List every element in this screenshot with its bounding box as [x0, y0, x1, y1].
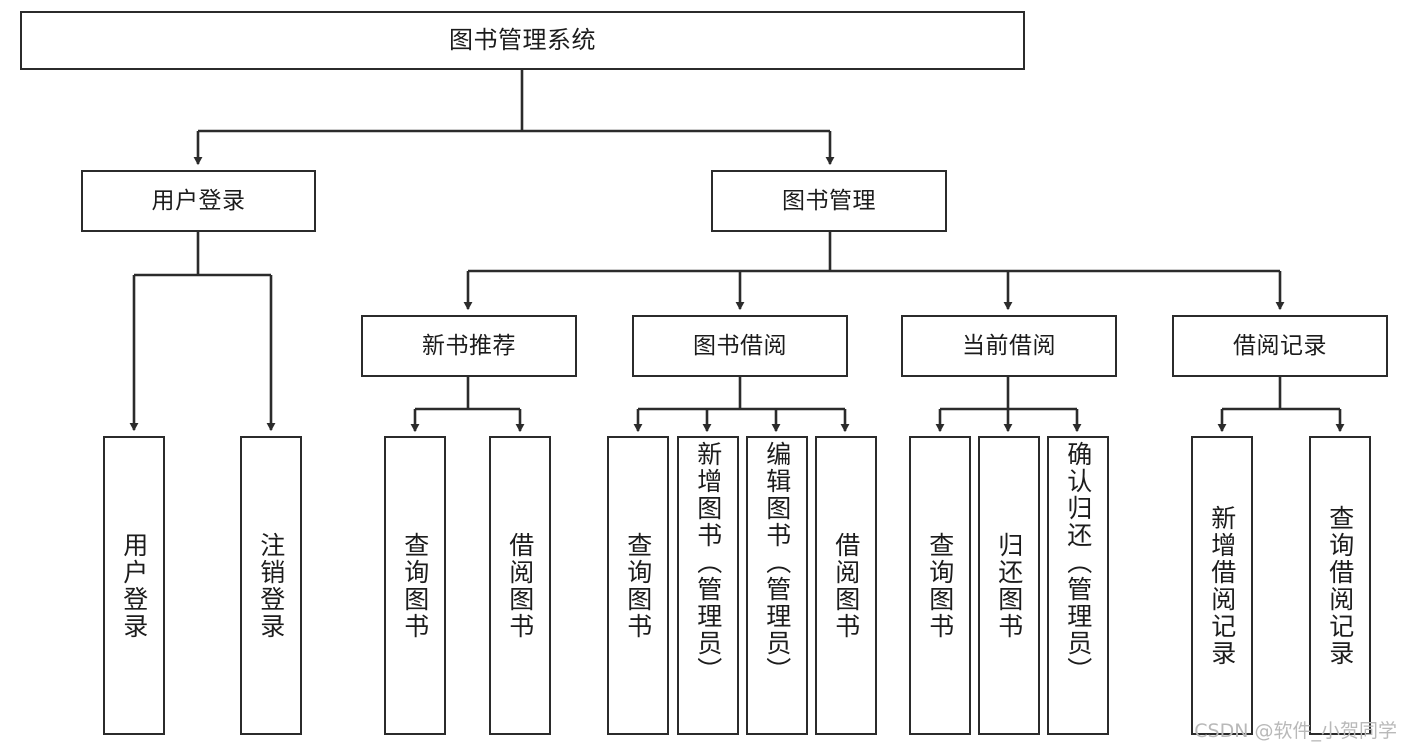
- node-label: 新增图书（管理员）: [693, 441, 723, 684]
- node-label: 注销登录: [256, 531, 286, 640]
- node-leaf-confirm-return[interactable]: 确认归还（管理员）: [1047, 436, 1109, 735]
- node-label: 借阅图书: [505, 531, 535, 640]
- node-book-borrow[interactable]: 图书借阅: [632, 315, 848, 377]
- node-label: 借阅记录: [1233, 332, 1327, 359]
- node-label: 新增借阅记录: [1207, 504, 1237, 667]
- node-label: 编辑图书（管理员）: [762, 441, 792, 684]
- node-leaf-query-book-2[interactable]: 查询图书: [607, 436, 669, 735]
- node-label: 查询图书: [925, 531, 955, 640]
- node-new-book-recommend[interactable]: 新书推荐: [361, 315, 577, 377]
- node-label: 查询借阅记录: [1325, 504, 1355, 667]
- node-label: 查询图书: [400, 531, 430, 640]
- node-leaf-add-record[interactable]: 新增借阅记录: [1191, 436, 1253, 735]
- node-leaf-user-login[interactable]: 用户登录: [103, 436, 165, 735]
- node-label: 当前借阅: [962, 332, 1056, 359]
- node-root-library-management-system[interactable]: 图书管理系统: [20, 11, 1025, 70]
- node-label: 图书借阅: [693, 332, 787, 359]
- node-leaf-query-book-3[interactable]: 查询图书: [909, 436, 971, 735]
- node-leaf-return-book[interactable]: 归还图书: [978, 436, 1040, 735]
- node-label: 新书推荐: [422, 332, 516, 359]
- node-label: 用户登录: [119, 531, 149, 640]
- node-label: 查询图书: [623, 531, 653, 640]
- node-leaf-user-logout[interactable]: 注销登录: [240, 436, 302, 735]
- node-label: 借阅图书: [831, 531, 861, 640]
- node-label: 图书管理: [782, 187, 876, 214]
- node-borrow-record[interactable]: 借阅记录: [1172, 315, 1388, 377]
- node-leaf-borrow-book-1[interactable]: 借阅图书: [489, 436, 551, 735]
- node-leaf-borrow-book-2[interactable]: 借阅图书: [815, 436, 877, 735]
- node-leaf-query-record[interactable]: 查询借阅记录: [1309, 436, 1371, 735]
- node-label: 用户登录: [151, 187, 246, 214]
- csdn-watermark: CSDN @软件_小贺同学: [1194, 720, 1397, 742]
- node-book-manage[interactable]: 图书管理: [711, 170, 947, 232]
- node-user-login[interactable]: 用户登录: [81, 170, 316, 232]
- node-leaf-edit-book[interactable]: 编辑图书（管理员）: [746, 436, 808, 735]
- node-label: 归还图书: [994, 531, 1024, 640]
- node-label: 确认归还（管理员）: [1063, 441, 1093, 684]
- node-current-borrow[interactable]: 当前借阅: [901, 315, 1117, 377]
- node-leaf-query-book-1[interactable]: 查询图书: [384, 436, 446, 735]
- node-label: 图书管理系统: [449, 25, 596, 54]
- node-leaf-add-book[interactable]: 新增图书（管理员）: [677, 436, 739, 735]
